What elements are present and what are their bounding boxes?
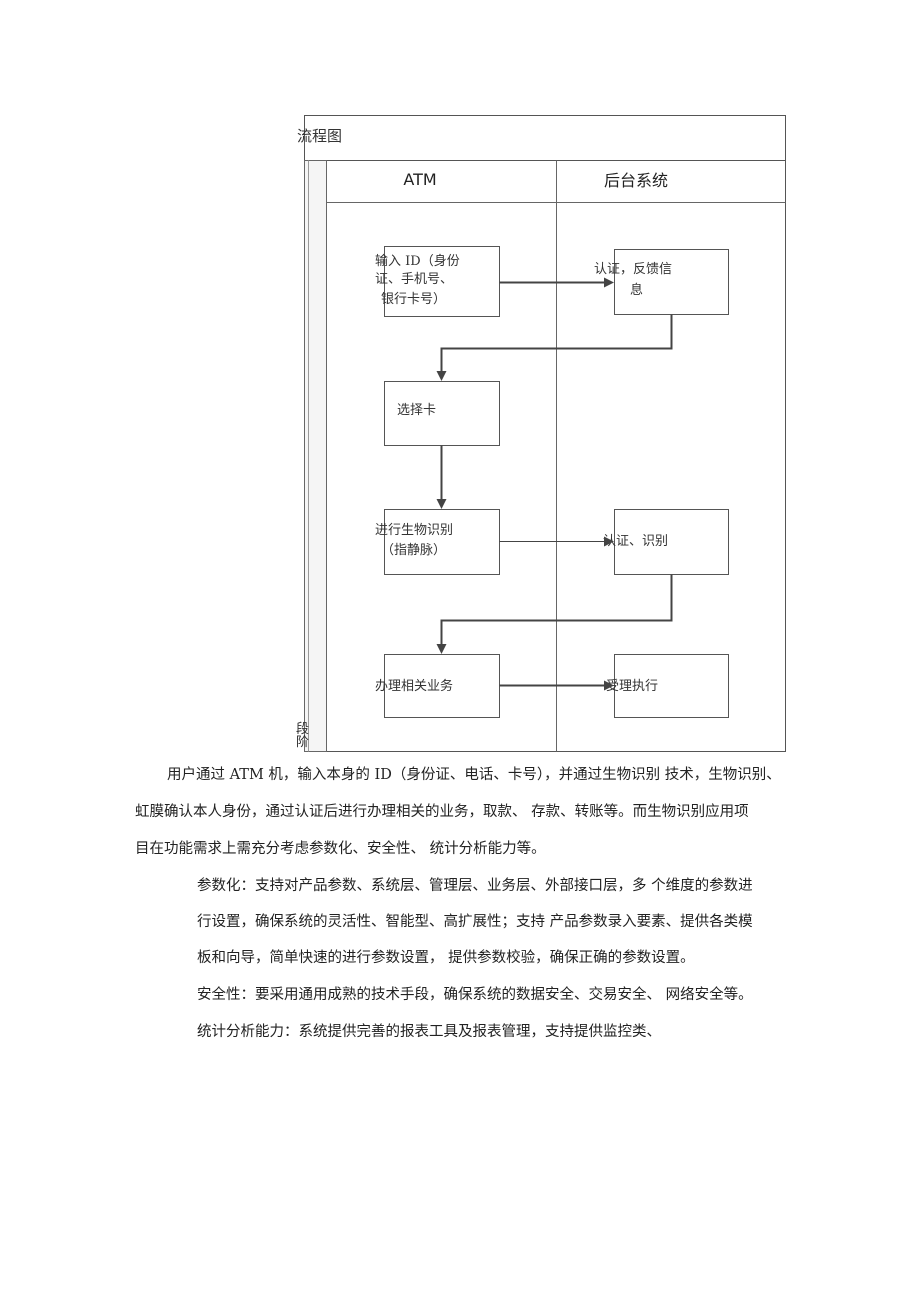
arrow-identify-to-business — [436, 574, 673, 654]
box-accept-execute — [614, 654, 729, 718]
param-line-2: 行设置，确保系统的灵活性、智能型、高扩展性；支持 产品参数录入要素、提供各类模 — [197, 914, 753, 930]
stats-paragraph: 统计分析能力：系统提供完善的报表工具及报表管理，支持提供监控类、 — [197, 1024, 661, 1040]
intro-line-2: 虹膜确认本人身份，通过认证后进行办理相关的业务，取款、 存款、转账等。而生物识别… — [135, 804, 749, 820]
box-select-card — [384, 381, 500, 446]
arrow-auth-to-select — [436, 314, 673, 381]
box-auth-feedback-line2: 息 — [630, 282, 643, 298]
box-accept-execute-text: 受理执行 — [606, 679, 658, 694]
flowchart-diagram: 流程图 段 阶 ATM 后台系统 输入 ID（身份 证、手机号、 银行卡号） 认… — [296, 115, 786, 752]
box-auth-feedback-line1: 认证，反馈信 — [594, 262, 672, 277]
box-biometric — [384, 509, 500, 575]
box-handle-business-text: 办理相关业务 — [375, 678, 453, 694]
box-input-id-line1: 输入 ID（身份 — [375, 253, 460, 269]
lane-header-backend: 后台系统 — [604, 171, 668, 190]
security-paragraph: 安全性：要采用通用成熟的技术手段，确保系统的数据安全、交易安全、 网络安全等。 — [197, 987, 753, 1003]
intro-line-3: 目在功能需求上需充分考虑参数化、安全性、 统计分析能力等。 — [135, 841, 546, 857]
box-biometric-line1: 进行生物识别 — [375, 523, 453, 538]
phase-column — [304, 160, 327, 752]
phase-label-2: 阶 — [296, 735, 309, 750]
box-select-card-text: 选择卡 — [397, 403, 436, 418]
box-input-id-line2: 证、手机号、 — [375, 272, 453, 287]
box-auth-feedback — [614, 249, 729, 315]
box-input-id-line3: 银行卡号） — [381, 292, 446, 307]
intro-line-1: 用户通过 ATM 机，输入本身的 ID（身份证、电话、卡号），并通过生物识别 技… — [167, 767, 781, 783]
lane-header-atm: ATM — [403, 170, 436, 189]
phase-label-1: 段 — [296, 722, 309, 737]
diagram-title: 流程图 — [297, 127, 342, 145]
param-line-3: 板和向导，简单快速的进行参数设置， 提供参数校验，确保正确的参数设置。 — [197, 950, 695, 966]
param-line-1: 参数化：支持对产品参数、系统层、管理层、业务层、外部接口层，多 个维度的参数进 — [197, 878, 753, 894]
box-biometric-line2: （指静脉） — [381, 543, 446, 558]
box-handle-business — [384, 654, 500, 718]
box-auth-identify-text: 认证、识别 — [603, 534, 668, 549]
